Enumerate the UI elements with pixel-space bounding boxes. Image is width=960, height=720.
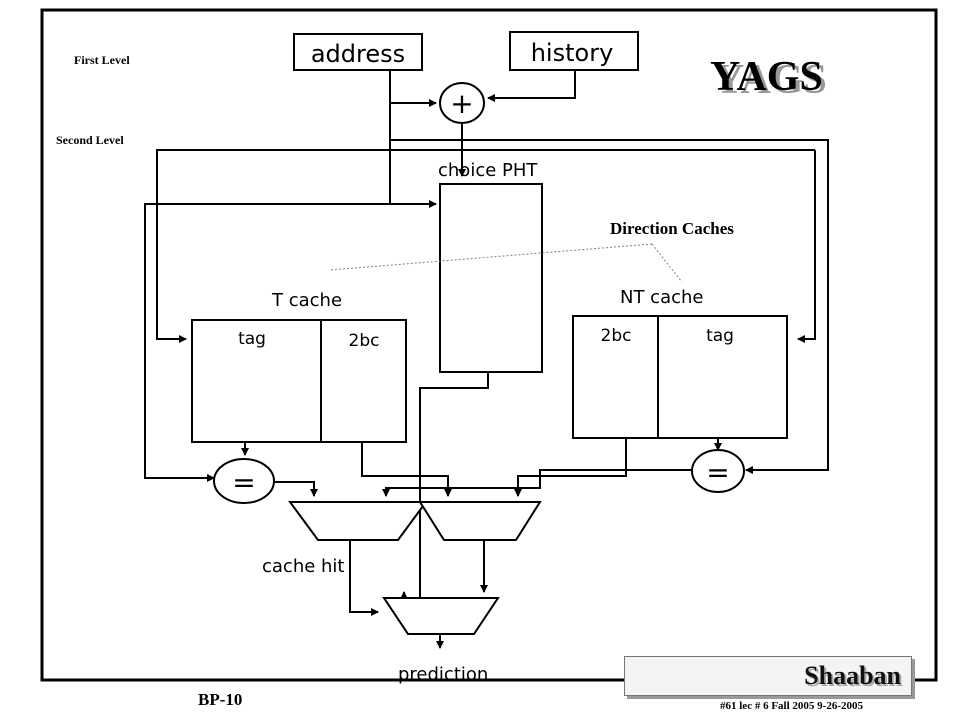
first-level-label: First Level	[74, 53, 130, 67]
nt-cache-label: NT cache	[620, 287, 704, 308]
nt-cache-2bc-label: 2bc	[601, 326, 632, 346]
address-box: address	[293, 33, 423, 71]
title: YAGS	[710, 54, 823, 100]
title-shadow: YAGS	[714, 57, 827, 103]
xor-symbol: +	[450, 87, 473, 120]
second-level-label: Second Level	[56, 133, 124, 147]
t-cache: T cache tag 2bc	[191, 290, 407, 443]
nt-cache-tag-label: tag	[706, 326, 734, 346]
annotation-leader-lines	[329, 243, 683, 283]
prediction-label: prediction	[398, 664, 488, 685]
nt-comparator: =	[691, 449, 745, 493]
history-box: history	[509, 31, 639, 71]
slide-frame	[40, 8, 938, 682]
t-cache-2bc-label: 2bc	[349, 331, 380, 351]
choice-pht-label: choice PHT	[438, 160, 538, 181]
direction-caches-annotation: Direction Caches	[610, 219, 734, 238]
slide-id: BP-10	[198, 690, 243, 709]
t-cache-tag-label: tag	[238, 329, 266, 349]
slide-meta: #61 lec # 6 Fall 2005 9-26-2005	[720, 700, 863, 712]
t-comparator: =	[213, 458, 275, 504]
address-label: address	[311, 40, 405, 68]
t-comparator-symbol: =	[232, 466, 255, 499]
wires	[144, 70, 829, 649]
final-mux	[382, 597, 500, 635]
author-badge: Shaaban	[624, 656, 912, 696]
nt-cache-mux	[418, 501, 542, 541]
xor-gate: +	[439, 82, 485, 124]
choice-pht: choice PHT	[438, 160, 543, 373]
t-cache-label: T cache	[271, 290, 342, 311]
t-cache-mux	[288, 501, 428, 541]
cache-hit-label: cache hit	[262, 556, 345, 577]
author-name: Shaaban	[804, 661, 901, 690]
nt-comparator-symbol: =	[706, 456, 729, 489]
history-label: history	[531, 39, 614, 67]
nt-cache: NT cache 2bc tag	[572, 287, 788, 439]
